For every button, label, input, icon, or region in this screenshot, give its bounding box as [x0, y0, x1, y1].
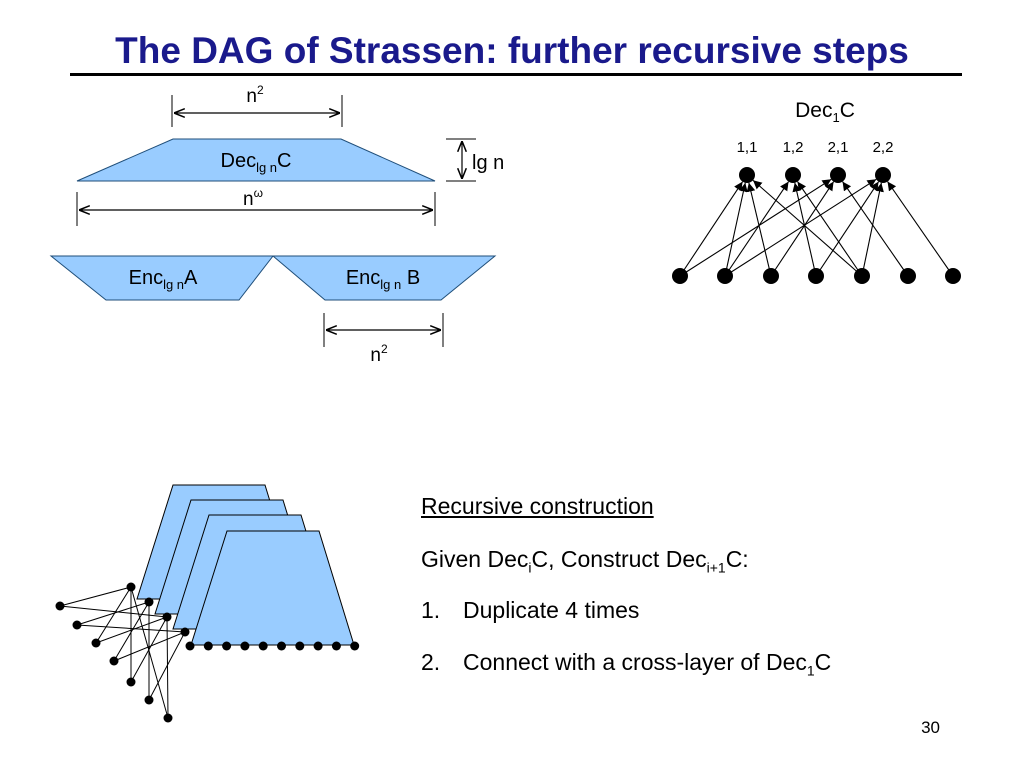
bottom-node: [350, 641, 360, 651]
cross-edge: [130, 586, 169, 719]
recursive-stack: [55, 484, 360, 723]
dec1-edge: [679, 181, 744, 277]
dec1-output-node: [739, 167, 755, 183]
cross-output-node: [162, 612, 172, 622]
dec1-edge: [861, 182, 884, 277]
dec1-output-label: 2,2: [873, 139, 894, 156]
cross-output-node: [144, 597, 154, 607]
cross-input-node: [144, 695, 154, 705]
dec1-edge: [842, 181, 909, 277]
recursive-heading: Recursive construction: [421, 493, 654, 519]
bottom-width-label: nω: [243, 186, 263, 210]
cross-edge: [59, 586, 132, 607]
dec1-edge: [792, 182, 817, 277]
bottom-node: [258, 641, 268, 651]
dec1-input-node: [945, 268, 961, 284]
cross-input-node: [55, 601, 65, 611]
height-label: lg n: [472, 152, 504, 174]
dec1-edge: [752, 179, 863, 277]
dec1-edge: [815, 181, 880, 277]
enc-a-trapezoid: [49, 255, 275, 301]
dec-trapezoid: [76, 138, 436, 182]
cross-input-node: [109, 656, 119, 666]
dec1-output-label: 1,2: [783, 139, 804, 156]
bottom-node: [203, 641, 213, 651]
dec1-output-node: [785, 167, 801, 183]
dec1-label: Dec1C: [795, 99, 855, 125]
cross-output-node: [126, 582, 136, 592]
dec1-edge: [679, 178, 832, 277]
list-item: 2.Connect with a cross-layer of Dec1C: [421, 649, 832, 679]
bottom-node: [277, 641, 286, 651]
dec1-input-node: [900, 268, 916, 284]
list-item: 1.Duplicate 4 times: [421, 597, 640, 623]
enc-b-trapezoid: [271, 255, 497, 301]
bottom-node: [295, 641, 305, 651]
given-line: Given DeciC, Construct Deci+1C:: [421, 546, 749, 576]
enc-width-label: n2: [370, 342, 388, 366]
bottom-node: [222, 641, 232, 651]
cross-edge: [95, 586, 132, 644]
dec1-output-node: [875, 167, 891, 183]
title-underline: [70, 73, 962, 76]
cross-output-node: [180, 627, 190, 637]
slide-number: 30: [921, 718, 940, 737]
dec1-input-node: [672, 268, 688, 284]
dec1-output-label: 2,1: [828, 139, 849, 156]
dec1-input-node: [808, 268, 824, 284]
dec1-input-node: [717, 268, 733, 284]
dec1-edge: [887, 181, 954, 277]
bottom-node: [313, 641, 323, 651]
dec1-edge: [746, 182, 772, 277]
dec1-edge: [724, 181, 789, 277]
dec-label: Declg nC: [221, 150, 292, 175]
dec1-edge: [724, 178, 877, 277]
dec1-edge: [724, 182, 748, 277]
dec1-edge: [770, 181, 835, 277]
cross-input-node: [72, 620, 82, 630]
cross-input-node: [163, 713, 173, 723]
bottom-node: [240, 641, 250, 651]
cross-edge: [76, 601, 150, 626]
dec1-graph: [672, 167, 961, 284]
enc-b-label: Enclg n B: [346, 267, 420, 292]
dec1-input-node: [763, 268, 779, 284]
dec1-output-node: [830, 167, 846, 183]
bottom-node: [185, 641, 195, 651]
dec1-output-label: 1,1: [737, 139, 758, 156]
cross-edge: [166, 616, 169, 719]
top-width-label: n2: [246, 83, 264, 107]
dec1-edge: [797, 181, 863, 277]
cross-input-node: [91, 638, 101, 648]
bottom-node: [331, 641, 341, 651]
cross-input-node: [126, 677, 136, 687]
enc-a-label: Enclg nA: [129, 267, 198, 292]
dec1-input-node: [854, 268, 870, 284]
slide-title: The DAG of Strassen: further recursive s…: [115, 30, 909, 71]
